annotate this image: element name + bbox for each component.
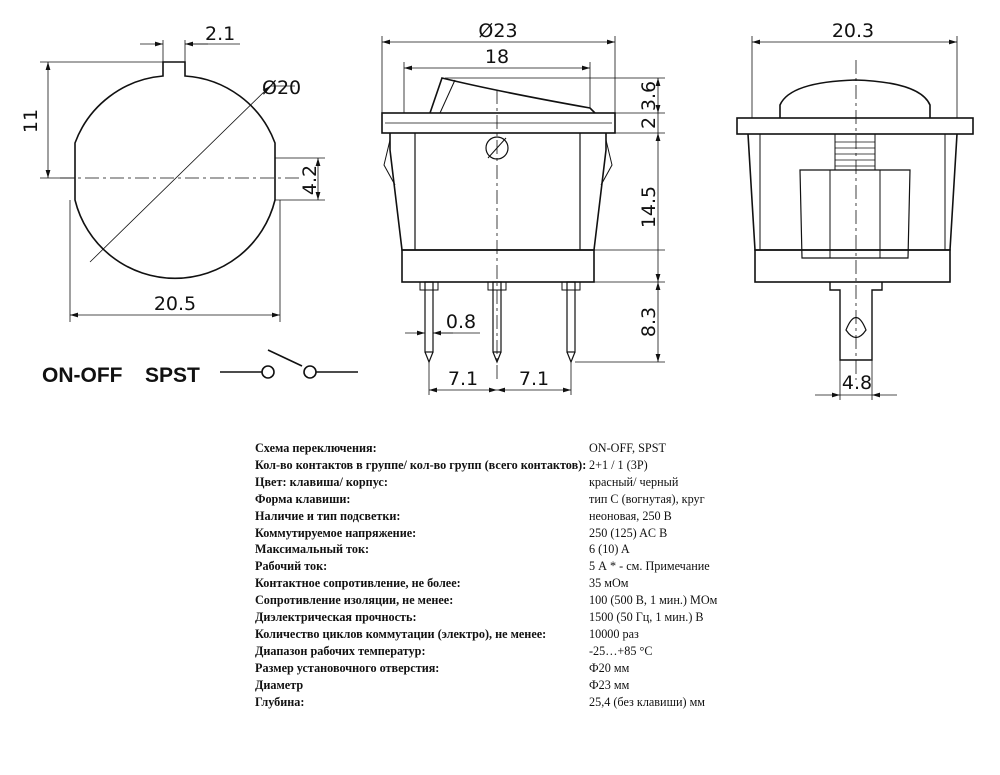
spec-value: 2+1 / 1 (3P) [589, 457, 648, 472]
spec-param: Размер установочного отверстия: [255, 660, 440, 675]
spec-row: Наличие и тип подсветки: неоновая, 250 В [255, 508, 717, 525]
front-diameter-line [89, 85, 271, 263]
spec-row: Максимальный ток: 6 (10) A [255, 541, 717, 558]
front-outline [74, 61, 276, 280]
spec-param: Форма клавиши: [255, 491, 351, 506]
spec-value: 35 мОм [589, 576, 629, 591]
schematic-type: SPST [145, 364, 200, 387]
spec-value: Ф23 мм [589, 677, 630, 692]
end-view [736, 36, 974, 400]
side-view [381, 36, 665, 395]
spec-row: Глубина: 25,4 (без клавиши) мм [255, 694, 717, 711]
dim-front-diameter: Ø20 [262, 77, 301, 99]
side-base [401, 249, 595, 283]
dim-tab-width: 2.1 [205, 23, 235, 45]
end-base [754, 249, 951, 283]
spec-row: Форма клавиши: тип C (вогнутая), круг [255, 491, 717, 508]
dim-end-width: 20.3 [832, 20, 874, 42]
dim-body-height: 14.5 [638, 186, 660, 228]
dim-pin-length: 8.3 [638, 307, 660, 337]
side-body [389, 133, 607, 251]
dim-front-width: 20.5 [154, 293, 196, 315]
spec-row: Кол-во контактов в группе/ кол-во групп … [255, 457, 717, 474]
front-view [40, 40, 325, 322]
spec-value: 10000 раз [589, 626, 639, 641]
spec-param: Наличие и тип подсветки: [255, 508, 401, 523]
dim-rocker-height: 3.6 [638, 81, 660, 111]
dim-pitch-1: 7.1 [448, 368, 478, 390]
spec-value: 6 (10) A [589, 542, 630, 557]
spec-value: 5 А * - см. Примечание [589, 559, 710, 574]
spec-row: Контактное сопротивление, не более: 35 мО… [255, 575, 717, 592]
spec-param: Максимальный ток: [255, 542, 370, 557]
spec-param: Глубина: [255, 694, 305, 709]
spec-row: Схема переключения: ON-OFF, SPST [255, 440, 717, 457]
switch-symbol [220, 349, 358, 379]
spec-row: Рабочий ток: 5 А * - см. Примечание [255, 558, 717, 575]
spec-row: Сопротивление изоляции, не менее: 100 (50… [255, 592, 717, 609]
spec-row: Количество циклов коммутации (электро), … [255, 626, 717, 643]
spec-param: Схема переключения: [255, 441, 377, 455]
spec-row: Диаметр Ф23 мм [255, 677, 717, 694]
pin-right [566, 281, 576, 353]
dim-side-diameter: Ø23 [478, 20, 517, 42]
dim-end-pin-width: 4.8 [842, 372, 872, 394]
side-rocker [429, 77, 596, 114]
spec-param: Рабочий ток: [255, 559, 328, 574]
spec-value: 250 (125) AC B [589, 525, 668, 540]
dim-side-width: 18 [485, 46, 509, 68]
dim-front-flat: 4.2 [299, 165, 321, 195]
spec-value: 100 (500 В, 1 мин.) МОм [589, 593, 718, 608]
spec-param: Коммутируемое напряжение: [255, 525, 417, 540]
spec-param: Количество циклов коммутации (электро), … [255, 626, 547, 641]
spec-param: Сопротивление изоляции, не менее: [255, 593, 454, 608]
side-flange [381, 112, 616, 134]
end-plunger [834, 133, 876, 171]
spec-value: неоновая, 250 В [589, 508, 672, 523]
spec-row: Диэлектрическая прочность: 1500 (50 Гц, 1… [255, 609, 717, 626]
schematic-mode: ON-OFF [42, 364, 123, 387]
technical-drawing: 2.1 11 Ø20 4.2 20.5 [20, 20, 974, 400]
spec-row: Коммутируемое напряжение: 250 (125) AC B [255, 525, 717, 542]
spec-value: тип C (вогнутая), круг [589, 491, 705, 506]
spec-param: Цвет: клавиша/ корпус: [255, 474, 388, 489]
spec-value: Ф20 мм [589, 660, 630, 675]
spec-row: Размер установочного отверстия: Ф20 мм [255, 660, 717, 677]
spec-value: 25,4 (без клавиши) мм [589, 694, 706, 709]
end-body [747, 133, 958, 251]
pin-left [424, 281, 434, 353]
end-flange [736, 117, 974, 135]
spec-value: красный/ черный [589, 474, 679, 489]
dim-pin-thickness: 0.8 [446, 311, 476, 333]
spec-value: ON-OFF, SPST [589, 441, 666, 455]
spec-param: Диаметр [255, 677, 304, 692]
spec-value: 1500 (50 Гц, 1 мин.) В [589, 610, 704, 625]
end-dome [779, 79, 931, 118]
dim-front-height: 11 [20, 109, 42, 133]
spec-row: Цвет: клавиша/ корпус: красный/ черный [255, 474, 717, 491]
dim-flange-height: 2 [638, 117, 660, 129]
dim-pitch-2: 7.1 [519, 368, 549, 390]
spec-row: Диапазон рабочих температур: -25…+85 °C [255, 643, 717, 660]
spec-value: -25…+85 °C [589, 643, 653, 658]
spec-param: Диэлектрическая прочность: [255, 610, 417, 625]
spec-param: Кол-во контактов в группе/ кол-во групп … [255, 457, 587, 472]
spec-param: Диапазон рабочих температур: [255, 643, 426, 658]
spec-param: Контактное сопротивление, не более: [255, 576, 461, 591]
